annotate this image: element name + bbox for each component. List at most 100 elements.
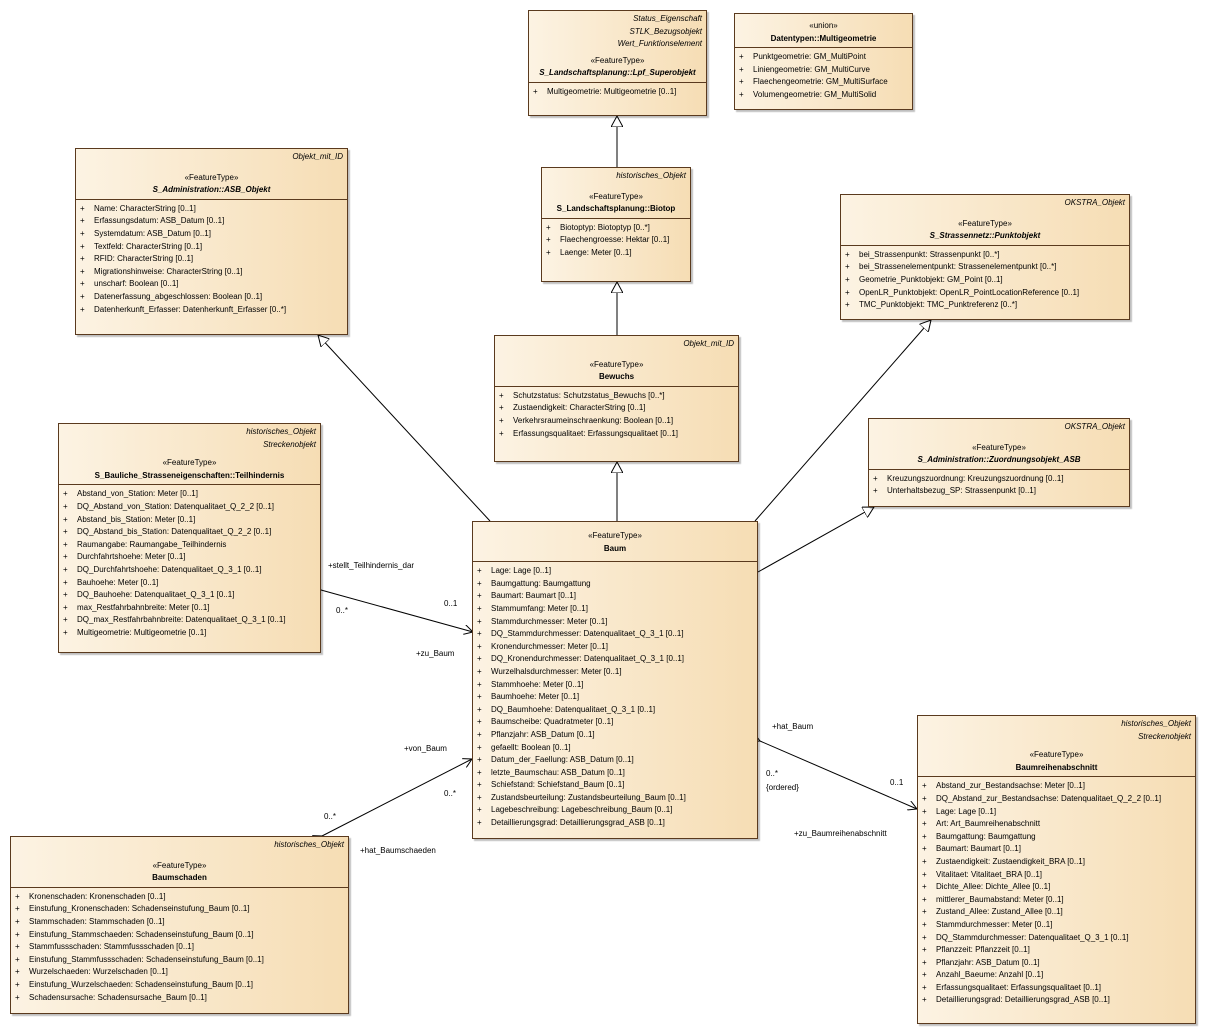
attribute-text: Einstufung_Kronenschaden: Schadenseinstu… (29, 904, 250, 914)
attribute-text: Wurzelschaeden: Wurzelschaden [0..1] (29, 967, 168, 977)
attribute-row: +Datum_der_Faellung: ASB_Datum [0..1] (477, 754, 753, 767)
attribute-text: Unterhaltsbezug_SP: Strassenpunkt [0..1] (887, 486, 1036, 496)
visibility-marker: + (15, 954, 20, 964)
visibility-marker: + (63, 539, 68, 549)
attribute-row: +Punktgeometrie: GM_MultiPoint (739, 51, 908, 64)
class-zuordnungsobjekt-asb[interactable]: OKSTRA_Objekt «FeatureType» S_Administra… (868, 418, 1130, 507)
attribute-text: Kreuzungszuordnung: Kreuzungszuordnung [… (887, 473, 1064, 483)
class-tags: historisches_Objekt (546, 170, 686, 183)
visibility-marker: + (922, 919, 927, 929)
visibility-marker: + (477, 692, 482, 702)
class-name: S_Landschaftsplanung::Lpf_Superobjekt (539, 68, 696, 78)
attribute-text: Datenerfassung_abgeschlossen: Boolean [0… (94, 291, 263, 301)
attribute-list: + Abstand_zur_Bestandsachse: Meter [0..1]… (918, 776, 1195, 1010)
attribute-text: Kronenschaden: Kronenschaden [0..1] (29, 891, 166, 901)
attribute-text: DQ_Bauhoehe: Datenqualitaet_Q_3_1 [0..1] (77, 590, 235, 600)
class-baum[interactable]: «FeatureType» Baum +Lage: Lage [0..1]+Ba… (472, 521, 758, 839)
attribute-text: Biotoptyp: Biotoptyp [0..*] (560, 222, 650, 232)
visibility-marker: + (845, 300, 850, 310)
class-name: S_Administration::Zuordnungsobjekt_ASB (917, 455, 1081, 465)
visibility-marker: + (63, 577, 68, 587)
attribute-list: +Punktgeometrie: GM_MultiPoint+Liniengeo… (735, 47, 912, 104)
class-punktobjekt[interactable]: OKSTRA_Objekt «FeatureType» S_Strassenne… (840, 194, 1130, 320)
visibility-marker: + (477, 717, 482, 727)
multiplicity-schaden-end: 0..* (324, 812, 337, 821)
attribute-row: +Baumart: Baumart [0..1] (477, 590, 753, 603)
attribute-text: Stammhoehe: Meter [0..1] (491, 679, 584, 689)
attribute-text: Name: CharacterString [0..1] (94, 203, 196, 213)
attribute-text: Migrationshinweise: CharacterString [0..… (94, 266, 243, 276)
class-stereotype: «FeatureType» (589, 191, 643, 201)
multiplicity-baum-end-reihe: 0..* (766, 769, 779, 778)
attribute-text: RFID: CharacterString [0..1] (94, 254, 194, 264)
attribute-text: Baumhoehe: Meter [0..1] (491, 692, 580, 702)
visibility-marker: + (80, 304, 85, 314)
visibility-marker: + (922, 982, 927, 992)
attribute-row: +Kronenschaden: Kronenschaden [0..1] (15, 891, 344, 904)
attribute-text: Flaechengroesse: Hektar [0..1] (560, 235, 670, 245)
class-asb-objekt[interactable]: Objekt_mit_ID «FeatureType» S_Administra… (75, 148, 348, 335)
visibility-marker: + (922, 995, 927, 1005)
visibility-marker: + (477, 616, 482, 626)
attribute-text: DQ_Abstand_von_Station: Datenqualitaet_Q… (77, 501, 275, 511)
visibility-marker: + (477, 818, 482, 828)
visibility-marker: + (922, 957, 927, 967)
attribute-text: Stammfussschaden: Stammfussschaden [0..1… (29, 942, 194, 952)
visibility-marker: + (546, 235, 551, 245)
visibility-marker: + (80, 266, 85, 276)
attribute-text: mittlerer_Baumabstand: Meter [0..1] (936, 894, 1064, 904)
attribute-text: Einstufung_Wurzelschaeden: Schadenseinst… (29, 979, 253, 989)
visibility-marker: + (15, 929, 20, 939)
class-stereotype: «FeatureType» (589, 359, 644, 369)
attribute-text: Schadensursache: Schadensursache_Baum [0… (29, 992, 207, 1002)
visibility-marker: + (15, 904, 20, 914)
attribute-text: Zustand_Allee: Zustand_Allee [0..1] (936, 907, 1063, 917)
class-multigeometrie[interactable]: «union» Datentypen::Multigeometrie +Punk… (734, 13, 913, 110)
attribute-row: +Zustandsbeurteilung: Zustandsbeurteilun… (477, 792, 753, 805)
attribute-row: +Einstufung_Stammfussschaden: Schadensei… (15, 954, 344, 967)
attribute-text: Schiefstand: Schiefstand_Baum [0..1] (491, 780, 625, 790)
attribute-text: bei_Strassenpunkt: Strassenpunkt [0..*] (859, 249, 1000, 259)
attribute-row: + Abstand_zur_Bestandsachse: Meter [0..1] (922, 780, 1191, 793)
attribute-row: +Anzahl_Baeume: Anzahl [0..1] (922, 969, 1191, 982)
class-name: Baumschaden (152, 873, 207, 883)
class-baumschaden[interactable]: historisches_Objekt «FeatureType» Baumsc… (10, 836, 349, 1014)
attribute-text: Erfassungsdatum: ASB_Datum [0..1] (94, 216, 225, 226)
attribute-row: +Multigeometrie: Multigeometrie [0..1] (63, 627, 316, 640)
visibility-marker: + (63, 501, 68, 511)
attribute-text: Abstand_zur_Bestandsachse: Meter [0..1] (936, 781, 1085, 791)
attribute-row: +Zustaendigkeit: CharacterString [0..1] (499, 402, 734, 415)
attribute-text: Vitalitaet: Vitalitaet_BRA [0..1] (936, 869, 1042, 879)
visibility-marker: + (499, 390, 504, 400)
attribute-row: +Vitalitaet: Vitalitaet_BRA [0..1] (922, 869, 1191, 882)
attribute-list: +Kronenschaden: Kronenschaden [0..1]+Ein… (11, 886, 348, 1007)
class-stereotype: «union» (809, 21, 838, 30)
class-biotop[interactable]: historisches_Objekt «FeatureType» S_Land… (541, 167, 691, 282)
attribute-row: +DQ_Stammdurchmesser: Datenqualitaet_Q_3… (477, 628, 753, 641)
visibility-marker: + (922, 781, 927, 791)
attribute-text: bei_Strassenelementpunkt: Strassenelemen… (859, 262, 1057, 272)
attribute-row: +Stammdurchmesser: Meter [0..1] (477, 616, 753, 629)
attribute-text: Baumgattung: Baumgattung (491, 578, 591, 588)
attribute-row: +DQ_Bauhoehe: Datenqualitaet_Q_3_1 [0..1… (63, 589, 316, 602)
multiplicity-reihe-end: 0..1 (890, 778, 904, 787)
attribute-row: +Datenerfassung_abgeschlossen: Boolean [… (80, 291, 343, 304)
visibility-marker: + (922, 894, 927, 904)
visibility-marker: + (477, 603, 482, 613)
class-stereotype: «FeatureType» (184, 172, 239, 182)
attribute-row: +Zustaendigkeit: Zustaendigkeit_BRA [0..… (922, 856, 1191, 869)
attribute-text: Lage: Lage [0..1] (936, 806, 997, 816)
attribute-row: +Detaillierungsgrad: Detaillierungsgrad_… (922, 994, 1191, 1007)
visibility-marker: + (546, 222, 551, 232)
attribute-text: gefaellt: Boolean [0..1] (491, 742, 571, 752)
attribute-row: +Bauhoehe: Meter [0..1] (63, 577, 316, 590)
class-bewuchs[interactable]: Objekt_mit_ID «FeatureType» Bewuchs +Sch… (494, 335, 739, 462)
visibility-marker: + (845, 274, 850, 284)
attribute-text: Textfeld: CharacterString [0..1] (94, 241, 203, 251)
attribute-row: +OpenLR_Punktobjekt: OpenLR_PointLocatio… (845, 287, 1125, 300)
